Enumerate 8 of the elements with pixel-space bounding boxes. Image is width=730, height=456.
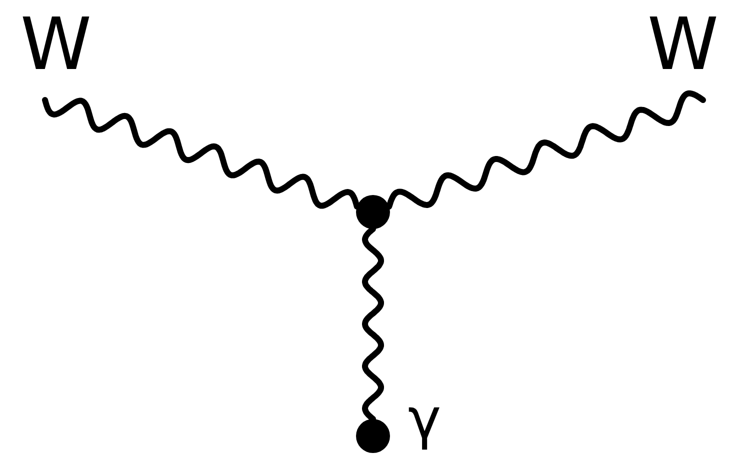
wavy-line — [386, 90, 706, 210]
wavy-line — [42, 97, 360, 210]
particle-label: W — [20, 8, 92, 80]
particle-label: W — [647, 8, 719, 80]
wavy-line — [362, 226, 384, 422]
particle-label: γ — [408, 392, 442, 448]
vertex-dot — [356, 419, 390, 453]
vertex-dot — [356, 195, 390, 229]
